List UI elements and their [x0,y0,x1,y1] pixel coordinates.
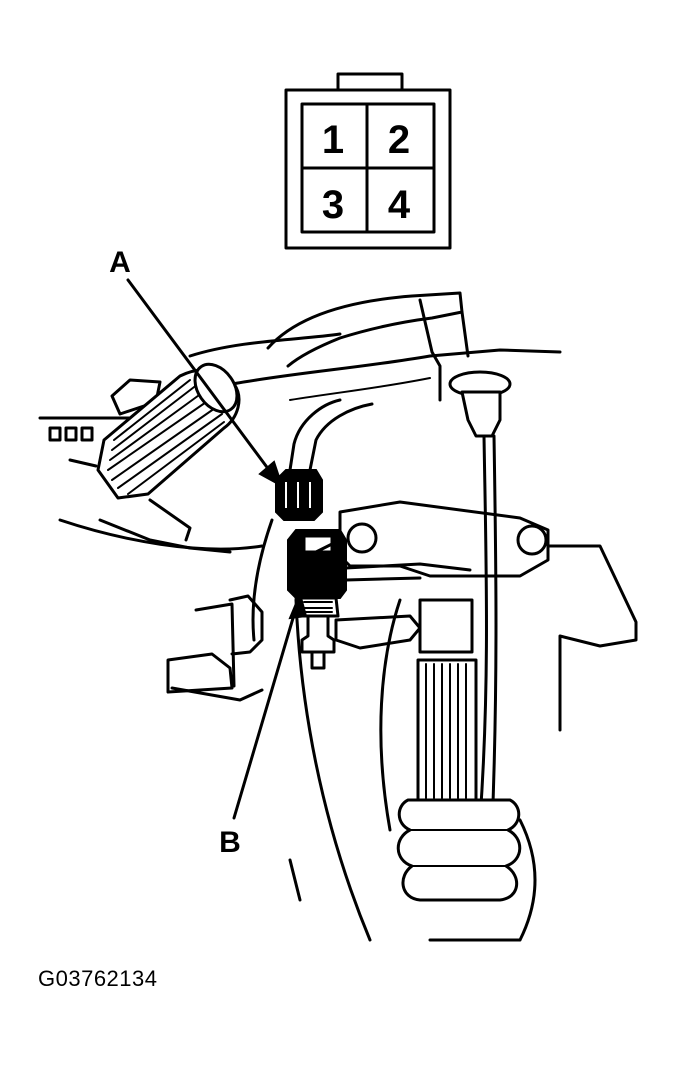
callout-b: B [219,590,308,859]
body-contour-upper-2 [38,332,342,420]
vent-slot-2 [64,426,78,442]
vent-slot-1 [48,426,62,442]
bracket-arm [344,562,472,582]
right-panel [294,538,638,942]
vent-slot-3 [80,426,94,442]
callout-a: A [109,246,284,489]
bolt-hole-right [516,524,548,556]
pin-2-label: 2 [388,118,410,162]
boot-folds [409,829,509,867]
harness-sleeve-ribs [107,379,225,495]
figure-id: G03762134 [38,966,158,991]
connector-a-highlight [285,482,311,508]
callout-b-label: B [219,826,241,859]
connector-a [275,398,374,521]
cable-boot [460,390,502,438]
callout-a-arrowhead [258,460,284,489]
callout-b-leader [232,606,298,820]
mounting-bracket [338,500,550,582]
bolt-hole-left [346,522,378,554]
callout-a-leader [126,278,274,476]
steering-column-boot [396,598,522,902]
connector-face-view: 1 2 3 4 [284,72,452,250]
pin-3-label: 3 [322,183,344,227]
switch-b-plunger [300,614,336,654]
body-contour-upper [266,291,464,368]
switch-b-body [287,529,347,599]
wiring-harness-left [48,362,241,554]
left-curve [58,518,274,642]
floor-contour [288,818,537,942]
body-rail-2 [289,377,431,401]
engine-compartment-illustration [38,291,638,942]
switch-b-tip [310,650,326,670]
body-rail [230,348,562,386]
callout-a-label: A [109,246,131,279]
pin-1-label: 1 [322,118,344,162]
harness-sleeve-end [193,362,239,414]
support-post [418,298,470,402]
pin-4-label: 4 [388,183,411,227]
harness-bracket [110,378,162,416]
shaft-ribs [425,663,467,799]
callout-b-arrowhead [288,590,308,620]
cable-line [468,434,498,872]
control-cable [448,370,512,872]
boot-bellows [396,798,522,902]
stopper-bracket [334,614,422,650]
switch-b-threads [303,601,333,613]
shaft-collar [418,598,474,654]
connector-a-wires [288,398,374,472]
lower-left-panels [166,594,264,702]
